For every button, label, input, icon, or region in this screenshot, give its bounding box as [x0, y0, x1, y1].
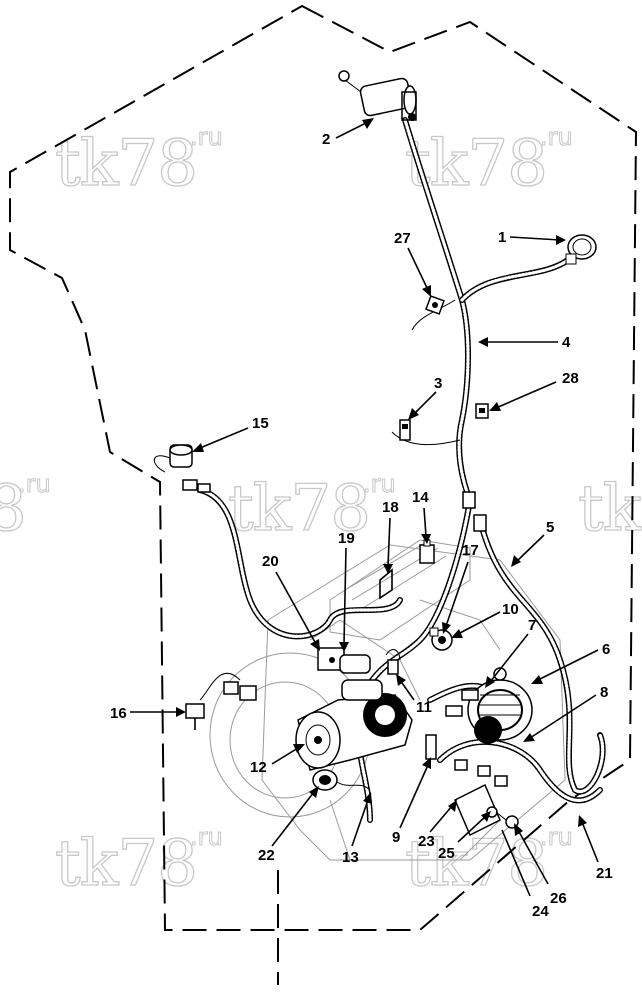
- callout-label: 22: [258, 847, 275, 864]
- callouts: 1 2 3 4 5 6 7: [110, 118, 613, 920]
- connector-3: [399, 419, 411, 441]
- callout-18: 18: [382, 499, 399, 574]
- components: [153, 70, 597, 837]
- callout-6: 6: [531, 641, 610, 684]
- wire-to-16: [199, 672, 241, 701]
- watermark-suffix: .ru: [363, 470, 396, 498]
- callout-11: 11: [396, 674, 432, 716]
- callout-label: 5: [546, 519, 554, 536]
- callout-9: 9: [392, 757, 431, 846]
- callout-24: 24: [501, 829, 549, 920]
- gauge-1: [565, 234, 597, 265]
- callout-19: 19: [338, 530, 355, 652]
- callout-13: 13: [342, 792, 372, 866]
- starter-motor-12: [295, 679, 413, 771]
- wire-to-27: [411, 299, 456, 331]
- watermark-suffix: .ru: [190, 123, 223, 151]
- callout-label: 4: [562, 334, 571, 351]
- callout-label: 17: [462, 542, 479, 559]
- watermark-mid-center: tk78 .ru: [227, 470, 396, 547]
- callout-2: 2: [322, 118, 374, 148]
- callout-label: 6: [602, 641, 610, 658]
- cylinder-head: [329, 539, 471, 641]
- watermark-top-left: tk78 .ru: [54, 123, 223, 202]
- callout-label: 19: [338, 530, 355, 547]
- watermark-text-partial: 8: [0, 472, 26, 546]
- watermark-bottom-left: tk78 .ru: [54, 823, 223, 902]
- watermark-text: tk78: [55, 127, 197, 201]
- wire-to-3: [391, 431, 461, 446]
- bracket-23: [454, 759, 508, 837]
- callout-12: 12: [250, 744, 305, 776]
- callout-label: 3: [434, 375, 442, 392]
- callout-label: 16: [110, 705, 127, 722]
- callout-7: 7: [485, 617, 536, 688]
- callout-27: 27: [394, 230, 431, 297]
- callout-label: 13: [342, 849, 359, 866]
- watermark-suffix: .ru: [540, 823, 573, 851]
- watermark-mid-left-partial: 8 .ru: [0, 470, 51, 547]
- callout-28: 28: [489, 370, 579, 411]
- callout-10: 10: [451, 601, 519, 638]
- callout-label: 24: [532, 903, 549, 920]
- watermark-text: tk78: [55, 827, 197, 901]
- harness-branch-5: [477, 517, 606, 795]
- callout-label: 15: [252, 415, 269, 432]
- callout-label: 23: [418, 833, 435, 850]
- relay-19: [317, 647, 401, 675]
- valve-15: [153, 444, 211, 493]
- callout-label: 28: [562, 370, 579, 387]
- watermark-suffix: .ru: [190, 823, 223, 851]
- callout-4: 4: [478, 334, 571, 351]
- watermark-text: tk78: [228, 472, 370, 546]
- callout-label: 26: [550, 890, 567, 907]
- callout-22: 22: [258, 786, 319, 864]
- sender-27: [425, 295, 445, 315]
- callout-21: 21: [578, 815, 613, 882]
- callout-label: 9: [392, 829, 400, 846]
- callout-label: 14: [412, 489, 429, 506]
- bracket-18: [379, 568, 393, 600]
- callout-label: 27: [394, 230, 411, 247]
- callout-label: 1: [498, 229, 506, 246]
- callout-23: 23: [418, 800, 457, 850]
- callout-label: 25: [438, 845, 455, 862]
- harness-main-trunk-fill: [403, 118, 472, 502]
- callout-1: 1: [498, 229, 566, 246]
- callout-25: 25: [438, 811, 491, 862]
- solenoid-2: [338, 70, 417, 121]
- callout-5: 5: [511, 519, 554, 567]
- harness-to-gauge: [459, 257, 571, 303]
- callout-label: 21: [596, 865, 613, 882]
- switch-16: [185, 681, 257, 730]
- callout-14: 14: [412, 489, 431, 544]
- sender-10: [429, 627, 453, 651]
- callout-label: 11: [416, 699, 432, 716]
- alternator-6: [461, 667, 533, 744]
- callout-20: 20: [262, 553, 320, 651]
- callout-label: 2: [322, 131, 330, 148]
- sender-22: [312, 769, 371, 791]
- callout-label: 10: [502, 601, 519, 618]
- callout-label: 8: [600, 684, 608, 701]
- watermark-top-right: tk78 .ru: [404, 123, 573, 202]
- callout-label: 7: [528, 617, 536, 634]
- boundary-outline: [9, 4, 638, 931]
- watermark-suffix: .ru: [540, 123, 573, 151]
- watermark-suffix: .ru: [18, 470, 51, 498]
- callout-26: 26: [514, 823, 567, 907]
- callout-17: 17: [442, 542, 479, 634]
- watermarks: tk78 .ru tk78 .ru tk78 .ru 8 .ru tk tk78…: [0, 123, 642, 902]
- connector-28: [475, 403, 489, 419]
- callout-label: 18: [382, 499, 399, 516]
- callout-3: 3: [408, 375, 442, 420]
- callout-label: 20: [262, 553, 279, 570]
- callout-8: 8: [523, 684, 608, 742]
- callout-16: 16: [110, 705, 186, 722]
- oil-pan: [329, 799, 501, 861]
- callout-label: 12: [250, 759, 267, 776]
- callout-15: 15: [192, 415, 269, 452]
- harness-plugs: [462, 491, 487, 532]
